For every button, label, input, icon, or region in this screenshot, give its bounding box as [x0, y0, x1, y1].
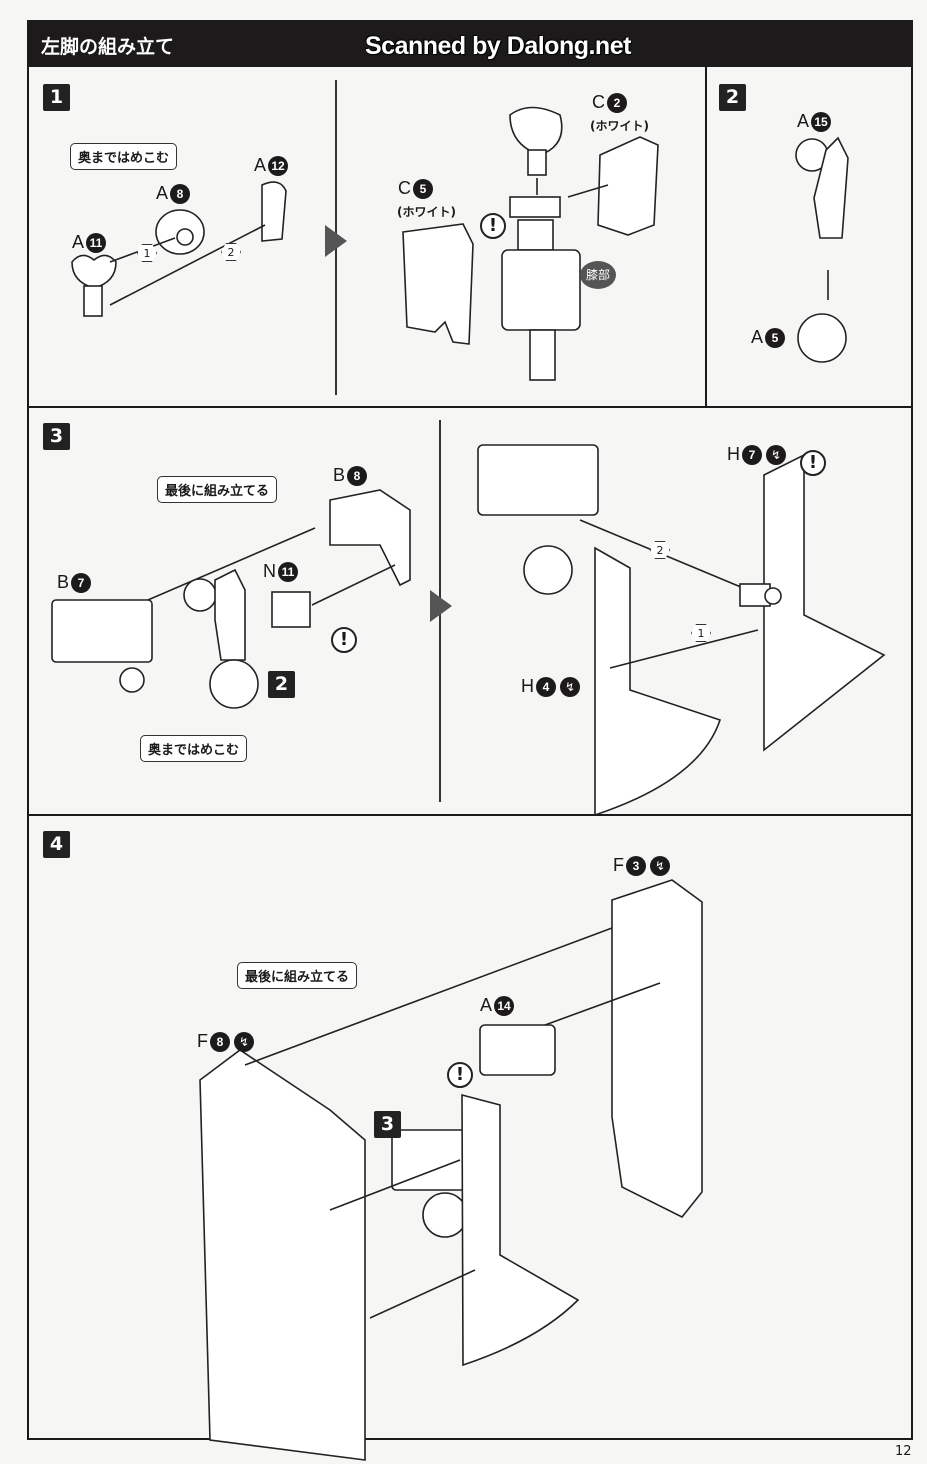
nub-cut-icon: ↯ [650, 855, 670, 876]
instruction-callout: 最後に組み立てる [157, 476, 278, 503]
nub-cut-icon: ↯ [766, 444, 786, 465]
step-reference: 3 [374, 1111, 401, 1138]
step-reference: 2 [268, 671, 295, 698]
step-number: 2 [719, 84, 746, 111]
divider [27, 814, 913, 816]
next-arrow-icon [430, 590, 452, 622]
section-header: 左脚の組み立て Scanned by Dalong.net [27, 20, 913, 67]
instruction-callout: 奥まではめこむ [70, 143, 178, 170]
instruction-callout: 最後に組み立てる [237, 962, 358, 989]
scan-watermark: Scanned by Dalong.net [365, 32, 631, 60]
warning-icon: ! [800, 450, 826, 476]
next-arrow-icon [325, 225, 347, 257]
order-marker: 1 [137, 244, 157, 262]
part-color-note: (ホワイト) [397, 205, 456, 219]
page-number: 12 [895, 1444, 912, 1459]
warning-icon: ! [331, 627, 357, 653]
order-marker: 1 [691, 624, 711, 642]
warning-icon: ! [480, 213, 506, 239]
divider [27, 406, 913, 408]
divider [705, 67, 707, 407]
nub-cut-icon: ↯ [560, 676, 580, 697]
order-marker: 2 [650, 541, 670, 559]
instruction-callout: 奥まではめこむ [140, 735, 248, 762]
page-frame [27, 20, 913, 1440]
knee-badge: 膝部 [580, 261, 616, 289]
nub-cut-icon: ↯ [234, 1031, 254, 1052]
step-number: 4 [43, 831, 70, 858]
step-number: 3 [43, 423, 70, 450]
section-title: 左脚の組み立て [41, 36, 175, 58]
order-marker: 2 [221, 243, 241, 261]
part-color-note: (ホワイト) [590, 119, 649, 133]
step-number: 1 [43, 84, 70, 111]
warning-icon: ! [447, 1062, 473, 1088]
